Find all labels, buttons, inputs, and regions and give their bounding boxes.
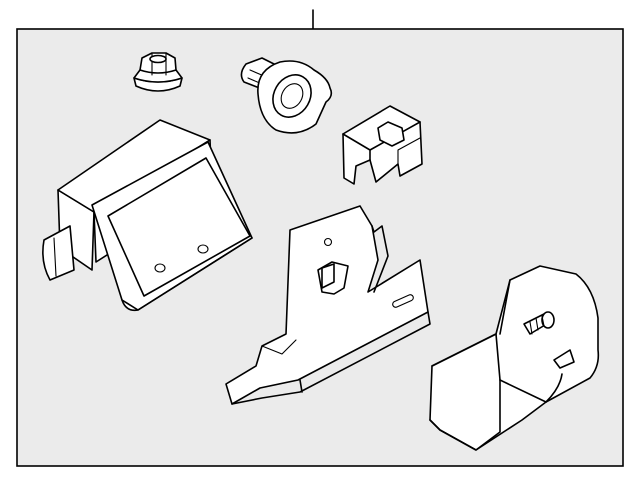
bracket-icon[interactable] (225, 205, 431, 405)
grommet-icon[interactable] (240, 57, 333, 134)
cover-icon[interactable] (429, 265, 600, 451)
module-with-bracket-icon[interactable] (42, 119, 253, 312)
clip-icon[interactable] (342, 105, 423, 185)
flange-nut-icon[interactable] (133, 52, 183, 92)
